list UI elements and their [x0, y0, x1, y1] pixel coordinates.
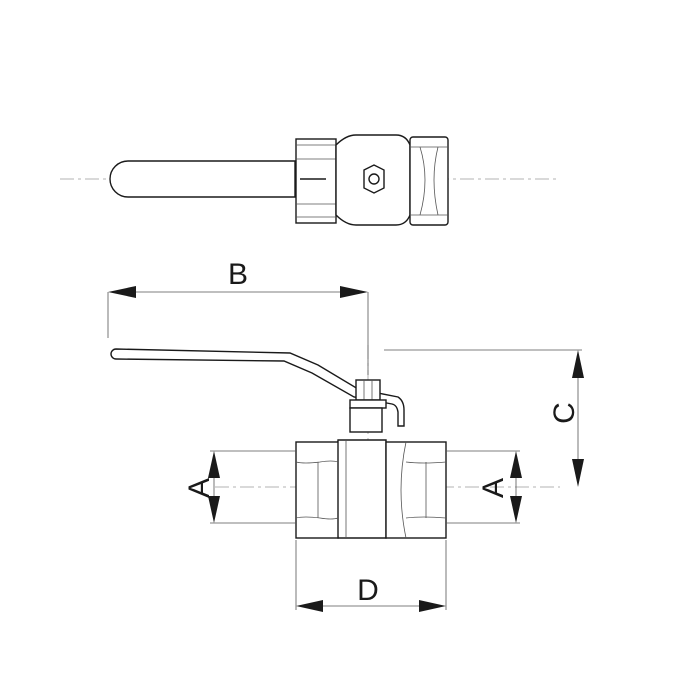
- dimension-c-arrow-top: [572, 350, 584, 378]
- front-view-right-hex-facet: [405, 461, 447, 464]
- dimension-a-right-arrow-bottom: [510, 496, 522, 523]
- dimension-a-right-arrow-top: [510, 451, 522, 478]
- top-view-stem-nut-bore: [368, 173, 380, 185]
- top-view-left-hex: [295, 138, 337, 224]
- dimension-a-right-label: A: [477, 478, 510, 498]
- dimension-c: C: [384, 349, 584, 487]
- top-view-stem-nut-icon: [363, 164, 385, 194]
- dimension-d-label: D: [357, 574, 379, 607]
- top-view-right-hex-facet: [433, 146, 439, 216]
- front-view-left-hex: [295, 441, 339, 539]
- dimension-a-left-arrow-top: [208, 451, 220, 478]
- dimension-a-left: A: [183, 450, 296, 524]
- front-view-left-hex-facet: [295, 460, 339, 464]
- dimension-d: D: [295, 540, 447, 612]
- dimension-c-label: C: [548, 402, 581, 424]
- front-view-body: [335, 439, 387, 539]
- front-view-stem: [349, 399, 387, 409]
- dimension-b-arrow-right: [340, 286, 368, 298]
- top-view-right-hex: [409, 136, 449, 226]
- dimension-d-arrow-right: [419, 600, 446, 612]
- top-view-right-hex-facet: [419, 146, 426, 216]
- dimension-b-arrow-left: [108, 286, 136, 298]
- front-view-lever-handle: [110, 348, 405, 427]
- front-view-right-hex: [385, 441, 447, 539]
- top-view: [60, 134, 560, 226]
- front-view-right-hex-facet: [400, 441, 407, 539]
- front-view: [110, 345, 560, 539]
- front-view-right-hex-facet: [405, 516, 447, 519]
- dimension-a-left-arrow-bottom: [208, 496, 220, 523]
- top-view-handle: [109, 160, 296, 198]
- dimension-a-left-label: A: [183, 478, 216, 498]
- front-view-stem-nut: [355, 379, 381, 401]
- dimension-c-arrow-bottom: [572, 459, 584, 487]
- dimension-b-label: B: [228, 258, 248, 291]
- front-view-stem-neck: [349, 407, 383, 433]
- dimension-d-arrow-left: [296, 600, 323, 612]
- dimension-b: B: [107, 258, 369, 375]
- dimension-a-right: A: [446, 450, 522, 524]
- front-view-left-hex-facet: [295, 516, 339, 520]
